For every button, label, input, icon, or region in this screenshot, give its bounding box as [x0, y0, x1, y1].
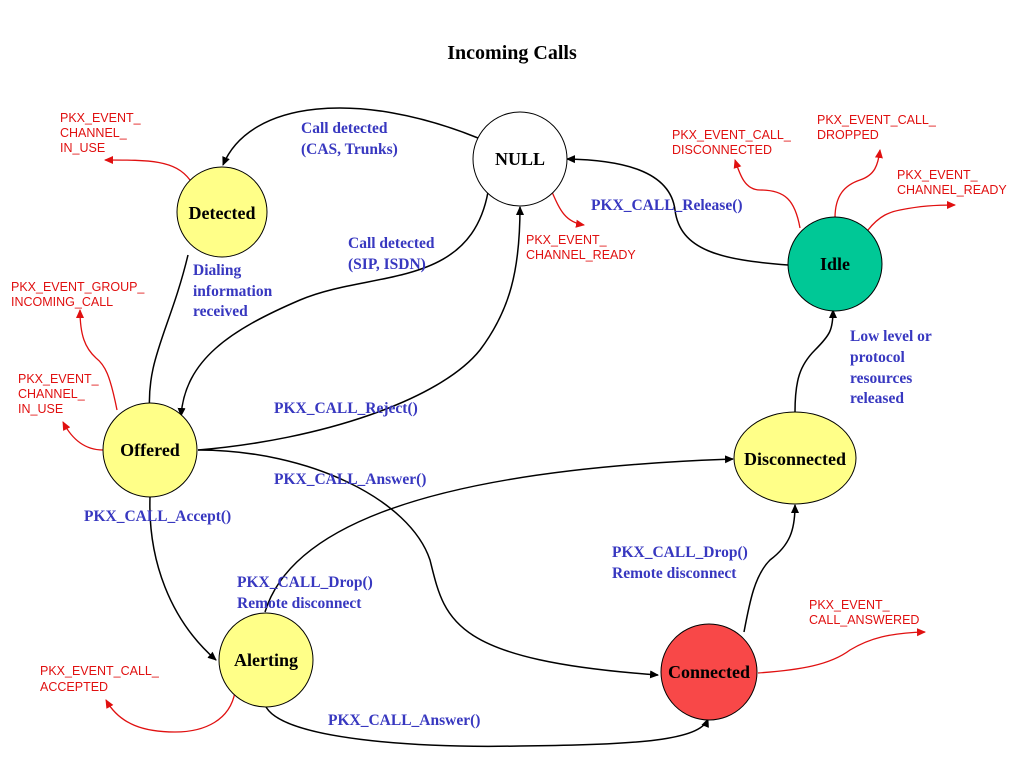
label-drop-connected: PKX_CALL_Drop() Remote disconnect — [612, 544, 752, 582]
edge-offered-to-null — [197, 206, 524, 451]
event-offered-channel-in-use: PKX_EVENT_ CHANNEL_ IN_USE — [18, 372, 102, 416]
state-connected: Connected — [660, 623, 758, 721]
state-idle-label: Idle — [820, 254, 850, 274]
event-arrow-offered-channel-in-use — [62, 421, 104, 451]
state-detected-label: Detected — [189, 203, 256, 223]
edge-offered-to-alerting — [149, 496, 217, 661]
event-null-channel-ready: PKX_EVENT_ CHANNEL_READY — [526, 233, 636, 262]
event-detected-channel-in-use: PKX_EVENT_ CHANNEL_ IN_USE — [60, 111, 144, 155]
state-idle: Idle — [787, 216, 883, 312]
event-alerting-call-accepted: PKX_EVENT_CALL_ ACCEPTED — [40, 664, 162, 694]
event-idle-channel-ready: PKX_EVENT_ CHANNEL_READY — [897, 168, 1007, 197]
event-arrow-alerting-call-accepted — [105, 691, 236, 733]
label-call-reject: PKX_CALL_Reject() — [274, 400, 418, 417]
state-offered-label: Offered — [120, 440, 180, 460]
event-arrow-connected-call-answered — [757, 628, 926, 674]
state-disconnected-label: Disconnected — [744, 449, 846, 469]
edge-alerting-to-disconnected — [264, 455, 734, 613]
event-arrow-idle-call-dropped — [834, 149, 883, 219]
edge-detected-to-offered — [145, 254, 189, 417]
state-alerting-label: Alerting — [234, 650, 298, 670]
label-call-answer-offered: PKX_CALL_Answer() — [274, 471, 426, 488]
event-offered-group-incoming: PKX_EVENT_GROUP_ INCOMING_CALL — [11, 280, 148, 309]
state-detected: Detected — [176, 166, 268, 258]
edge-offered-to-connected — [197, 449, 659, 679]
event-arrow-idle-channel-ready — [867, 201, 956, 231]
event-idle-call-disconnected: PKX_EVENT_CALL_ DISCONNECTED — [672, 128, 794, 157]
event-arrow-detected-channel-in-use — [104, 156, 191, 181]
event-arrow-offered-group-incoming — [76, 309, 118, 411]
event-arrow-null-channel-ready — [551, 191, 585, 228]
event-arrow-idle-call-disconnected — [733, 159, 801, 229]
state-offered: Offered — [102, 402, 198, 498]
edge-disconnected-to-idle — [794, 309, 837, 413]
edge-idle-to-null — [566, 155, 789, 266]
edge-null-to-offered — [177, 191, 489, 417]
edge-null-to-detected — [222, 107, 479, 166]
state-null-label: NULL — [495, 149, 545, 169]
label-call-answer-alerting: PKX_CALL_Answer() — [328, 712, 480, 729]
label-call-release: PKX_CALL_Release() — [591, 197, 743, 214]
label-dialing-info: Dialing information received — [193, 262, 276, 320]
state-null: NULL — [472, 111, 568, 207]
diagram-title: Incoming Calls — [447, 42, 577, 64]
state-alerting: Alerting — [218, 612, 314, 708]
label-call-accept: PKX_CALL_Accept() — [84, 508, 231, 525]
edge-connected-to-disconnected — [743, 504, 799, 633]
state-disconnected: Disconnected — [733, 411, 857, 505]
state-connected-label: Connected — [668, 662, 750, 682]
edge-alerting-to-connected — [264, 704, 709, 748]
event-connected-call-answered: PKX_EVENT_ CALL_ANSWERED — [809, 598, 919, 627]
label-low-level-released: Low level or protocol resources released — [850, 328, 935, 407]
label-call-detected-sip: Call detected (SIP, ISDN) — [348, 235, 438, 273]
event-idle-call-dropped: PKX_EVENT_CALL_ DROPPED — [817, 113, 939, 142]
label-call-detected-cas: Call detected (CAS, Trunks) — [301, 120, 398, 158]
label-drop-alerting: PKX_CALL_Drop() Remote disconnect — [237, 574, 377, 612]
